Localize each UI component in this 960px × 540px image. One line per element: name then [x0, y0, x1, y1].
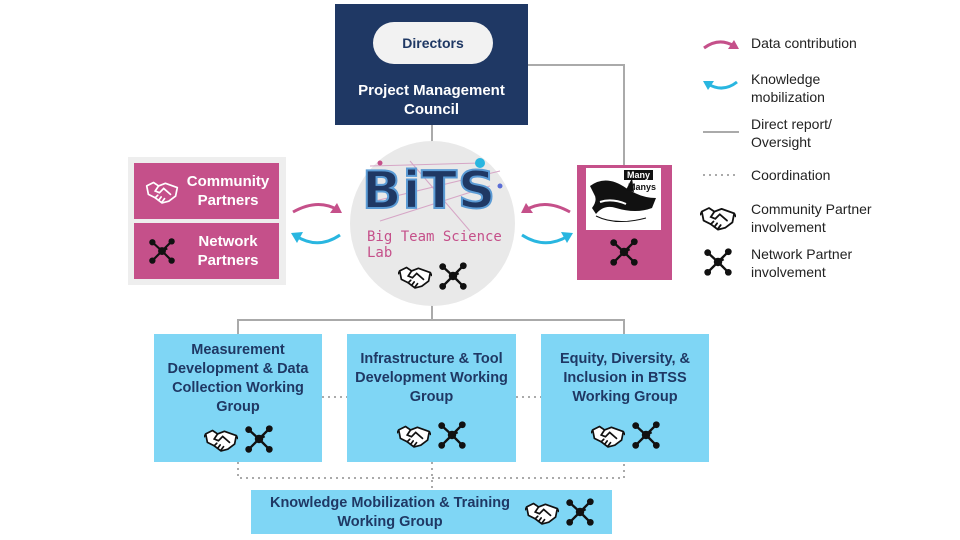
legend-direct-report: Direct report/ Oversight [751, 116, 832, 150]
network-partners-box: Network Partners [134, 223, 279, 279]
network-partners-label: Network Partners [197, 233, 259, 269]
wg-infrastructure-icons [397, 420, 467, 450]
handshake-icon [397, 421, 431, 449]
legend-community-partner: Community Partner involvement [751, 201, 872, 235]
left-knowledge-arrow [291, 232, 341, 245]
dotted-line-icon [703, 174, 739, 176]
network-icon [244, 424, 274, 454]
network-icon [565, 497, 595, 527]
community-partners-label: Community Partners [186, 173, 270, 209]
network-icon [703, 247, 733, 277]
bits-subtitle-line1: Big Team Science [367, 229, 502, 245]
legend-data-contribution: Data contribution [751, 35, 857, 51]
manymanys-logo: Many Manys [586, 168, 661, 230]
wg-edi-icons [591, 420, 661, 450]
manymanys-line1: Many [624, 170, 654, 180]
wg-knowledge-mobilization-label: Knowledge Mobilization & Training Workin… [269, 495, 511, 530]
wg-knowledge-mobilization-icons [525, 497, 595, 527]
manymanys-box: Many Manys [577, 165, 672, 280]
legend: Data contribution Knowledge mobilization… [695, 30, 955, 290]
wg-edi-label: Equity, Diversity, & Inclusion in BTSS W… [560, 351, 690, 405]
right-data-contribution-arrow [521, 203, 571, 214]
handshake-icon [591, 421, 625, 449]
wg-measurement-icons [204, 424, 274, 454]
handshake-icon [525, 498, 559, 526]
legend-knowledge-mobilization: Knowledge mobilization [751, 71, 825, 105]
wg-infrastructure: Infrastructure & Tool Development Workin… [347, 334, 516, 462]
handshake-icon [700, 202, 736, 232]
network-icon [438, 261, 468, 291]
handshake-icon [145, 177, 179, 205]
right-knowledge-arrow [521, 232, 573, 245]
council-title: Project Management Council [358, 82, 505, 118]
legend-coordination: Coordination [751, 167, 831, 183]
wg-measurement: Measurement Development & Data Collectio… [154, 334, 322, 462]
project-management-council-box: Directors Project Management Council [335, 4, 528, 125]
blue-arrow-icon [703, 80, 738, 90]
network-icon [437, 420, 467, 450]
bits-involvement-icons [398, 261, 468, 291]
handshake-icon [398, 262, 432, 290]
network-icon [631, 420, 661, 450]
bits-network-lines [369, 158, 503, 232]
wg-edi: Equity, Diversity, & Inclusion in BTSS W… [541, 334, 709, 462]
legend-network-partner: Network Partner involvement [751, 246, 853, 280]
left-partner-panel: Community Partners Network Partners [128, 157, 286, 285]
network-icon [148, 237, 176, 265]
solid-line-icon [703, 131, 739, 133]
bits-logo: BiTS [361, 160, 497, 222]
manymanys-line2: Manys [628, 182, 657, 192]
orca-icon [590, 178, 656, 222]
network-icon [609, 237, 639, 267]
bits-subtitle-line2: Lab [367, 245, 393, 261]
wg-knowledge-mobilization: Knowledge Mobilization & Training Workin… [251, 490, 612, 534]
wg-measurement-label: Measurement Development & Data Collectio… [167, 342, 309, 415]
handshake-icon [204, 425, 238, 453]
left-data-contribution-arrow [292, 203, 342, 214]
directors-pill: Directors [373, 22, 493, 64]
bits-lab-circle: BiTS Big Team Science Lab [350, 141, 515, 306]
community-partners-box: Community Partners [134, 163, 279, 219]
pink-arrow-icon [703, 40, 739, 50]
wg-infrastructure-label: Infrastructure & Tool Development Workin… [355, 351, 508, 405]
